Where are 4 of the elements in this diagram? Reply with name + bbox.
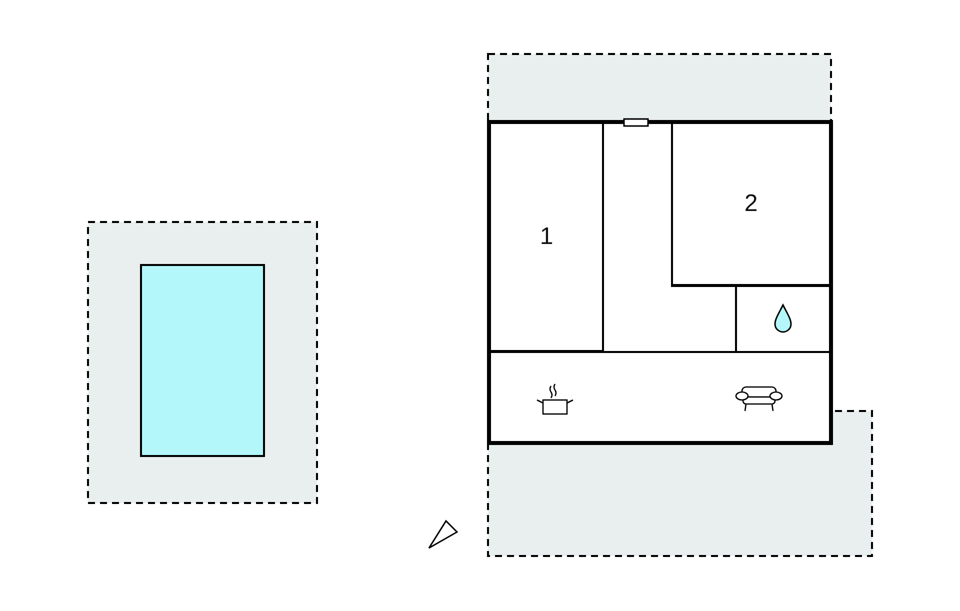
- room-number: 1: [540, 223, 554, 251]
- room: [489, 122, 604, 352]
- room: [671, 122, 831, 286]
- room-number: 2: [744, 190, 758, 218]
